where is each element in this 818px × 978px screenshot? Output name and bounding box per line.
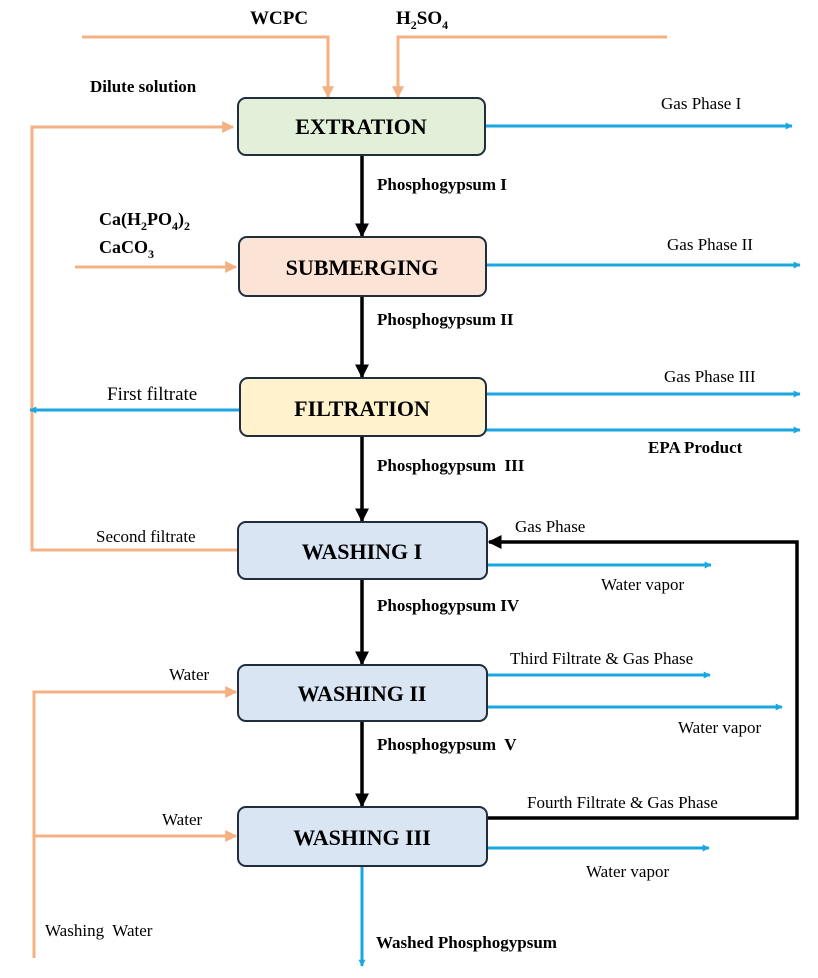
water-1-label: Water bbox=[169, 665, 209, 684]
water-vapor-3-label: Water vapor bbox=[586, 862, 669, 881]
input-lines bbox=[30, 35, 667, 958]
pg1-label: Phosphogypsum I bbox=[377, 175, 507, 194]
h2so4-label: H2SO4 bbox=[396, 8, 448, 32]
output-labels: Gas Phase I Gas Phase II Gas Phase III E… bbox=[96, 94, 761, 881]
washing1-box: WASHING I bbox=[237, 521, 488, 580]
pg2-label: Phosphogypsum II bbox=[377, 310, 514, 329]
pg4-label: Phosphogypsum IV bbox=[377, 596, 520, 615]
pg3-label: Phosphogypsum III bbox=[377, 456, 525, 475]
washing2-box: WASHING II bbox=[237, 664, 488, 722]
first-filtrate-label: First filtrate bbox=[107, 384, 197, 405]
wcpc-label: WCPC bbox=[250, 8, 308, 29]
washing1-label: WASHING I bbox=[302, 539, 422, 564]
washing3-box: WASHING III bbox=[237, 806, 488, 867]
water-vapor-1-label: Water vapor bbox=[601, 575, 684, 594]
ca-h2po4-label: Ca(H2PO4)2 bbox=[99, 209, 190, 233]
extraction-label: EXTRATION bbox=[295, 114, 427, 139]
water-vapor-2-label: Water vapor bbox=[678, 718, 761, 737]
epa-label: EPA Product bbox=[648, 438, 743, 457]
output-lines bbox=[29, 122, 801, 967]
water-2-label: Water bbox=[162, 810, 202, 829]
submerging-label: SUBMERGING bbox=[286, 255, 439, 280]
filtration-label: FILTRATION bbox=[294, 396, 430, 421]
fourth-filtrate-recycle-line bbox=[487, 535, 799, 820]
gas2-label: Gas Phase II bbox=[667, 235, 753, 254]
second-filtrate-label: Second filtrate bbox=[96, 527, 196, 546]
submerging-box: SUBMERGING bbox=[238, 236, 487, 297]
caco3-label: CaCO3 bbox=[99, 237, 154, 261]
wcpc-line bbox=[82, 35, 334, 99]
washing2-label: WASHING II bbox=[298, 681, 427, 706]
third-filtrate-label: Third Filtrate & Gas Phase bbox=[510, 649, 693, 668]
gas1-label: Gas Phase I bbox=[661, 94, 742, 113]
h2so4-line bbox=[392, 35, 667, 99]
gas3-label: Gas Phase III bbox=[664, 367, 756, 386]
gas-phase-label: Gas Phase bbox=[515, 517, 585, 536]
washing-water-main-line bbox=[32, 686, 238, 958]
input-labels: WCPC H2SO4 Dilute solution Ca(H2PO4)2 Ca… bbox=[45, 8, 448, 940]
filtration-box: FILTRATION bbox=[239, 377, 487, 437]
dilute-solution-label: Dilute solution bbox=[90, 77, 197, 96]
washing-water-label: Washing Water bbox=[45, 921, 153, 940]
process-boxes: EXTRATION SUBMERGING FILTRATION WASHING … bbox=[237, 97, 488, 867]
washing3-label: WASHING III bbox=[293, 825, 431, 850]
main-flow-lines bbox=[355, 155, 799, 820]
pg5-label: Phosphogypsum V bbox=[377, 735, 517, 754]
extraction-box: EXTRATION bbox=[237, 97, 486, 156]
washed-pg-label: Washed Phosphogypsum bbox=[376, 933, 557, 952]
dilute-recycle-line bbox=[30, 121, 238, 552]
fourth-filtrate-label: Fourth Filtrate & Gas Phase bbox=[527, 793, 718, 812]
intermediate-labels: Phosphogypsum I Phosphogypsum II Phospho… bbox=[376, 175, 557, 952]
